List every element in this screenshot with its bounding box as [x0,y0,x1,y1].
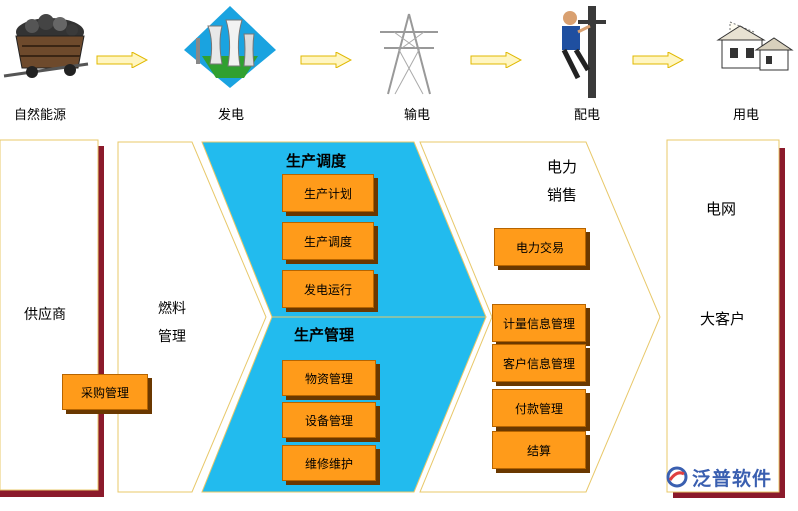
customer-info-box[interactable]: 客户信息管理 [492,344,586,382]
supplier-label: 供应商 [24,307,66,323]
payment-management-box[interactable]: 付款管理 [492,389,586,427]
arrow-icon [470,51,523,69]
arrow-icon [300,51,353,69]
stage-label-natural-energy: 自然能源 [14,108,67,123]
materials-management-box[interactable]: 物资管理 [282,360,376,396]
generation-operation-box[interactable]: 发电运行 [282,270,374,308]
stage-label-generation: 发电 [218,108,245,123]
production-dispatch-box[interactable]: 生产调度 [282,222,374,260]
production-plan-box[interactable]: 生产计划 [282,174,374,212]
transmission-tower-icon [374,4,466,95]
stage-label-consumption: 用电 [733,108,760,123]
maintenance-box[interactable]: 维修维护 [282,445,376,481]
stage-label-transmission: 输电 [404,108,431,123]
settlement-box[interactable]: 结算 [492,431,586,469]
equipment-management-box[interactable]: 设备管理 [282,402,376,438]
power-grid-label: 电网 [706,200,737,218]
power-trading-box[interactable]: 电力交易 [494,228,586,266]
power-plant-icon [182,4,276,88]
fuel-label-line1: 燃料 [158,301,186,317]
coal-cart-icon [2,4,94,84]
production-management-title: 生产管理 [294,326,355,344]
houses-icon [700,4,794,84]
lineman-icon [548,4,640,98]
power-sales-label-line1: 电力 [547,158,578,176]
production-dispatch-title: 生产调度 [286,152,347,170]
stage-label-distribution: 配电 [574,108,601,123]
metering-info-box[interactable]: 计量信息管理 [492,304,586,342]
large-customers-label: 大客户 [700,310,746,328]
power-sales-label-line2: 销售 [547,186,578,204]
fanpu-logo-text: 泛普软件 [692,467,773,490]
procurement-management-box[interactable]: 采购管理 [62,374,148,410]
fanpu-logo-icon [666,466,688,488]
fanpu-logo: 泛普软件 [666,462,794,492]
arrow-icon [96,51,149,69]
arrow-icon [632,51,685,69]
fuel-label-line2: 管理 [158,329,186,345]
